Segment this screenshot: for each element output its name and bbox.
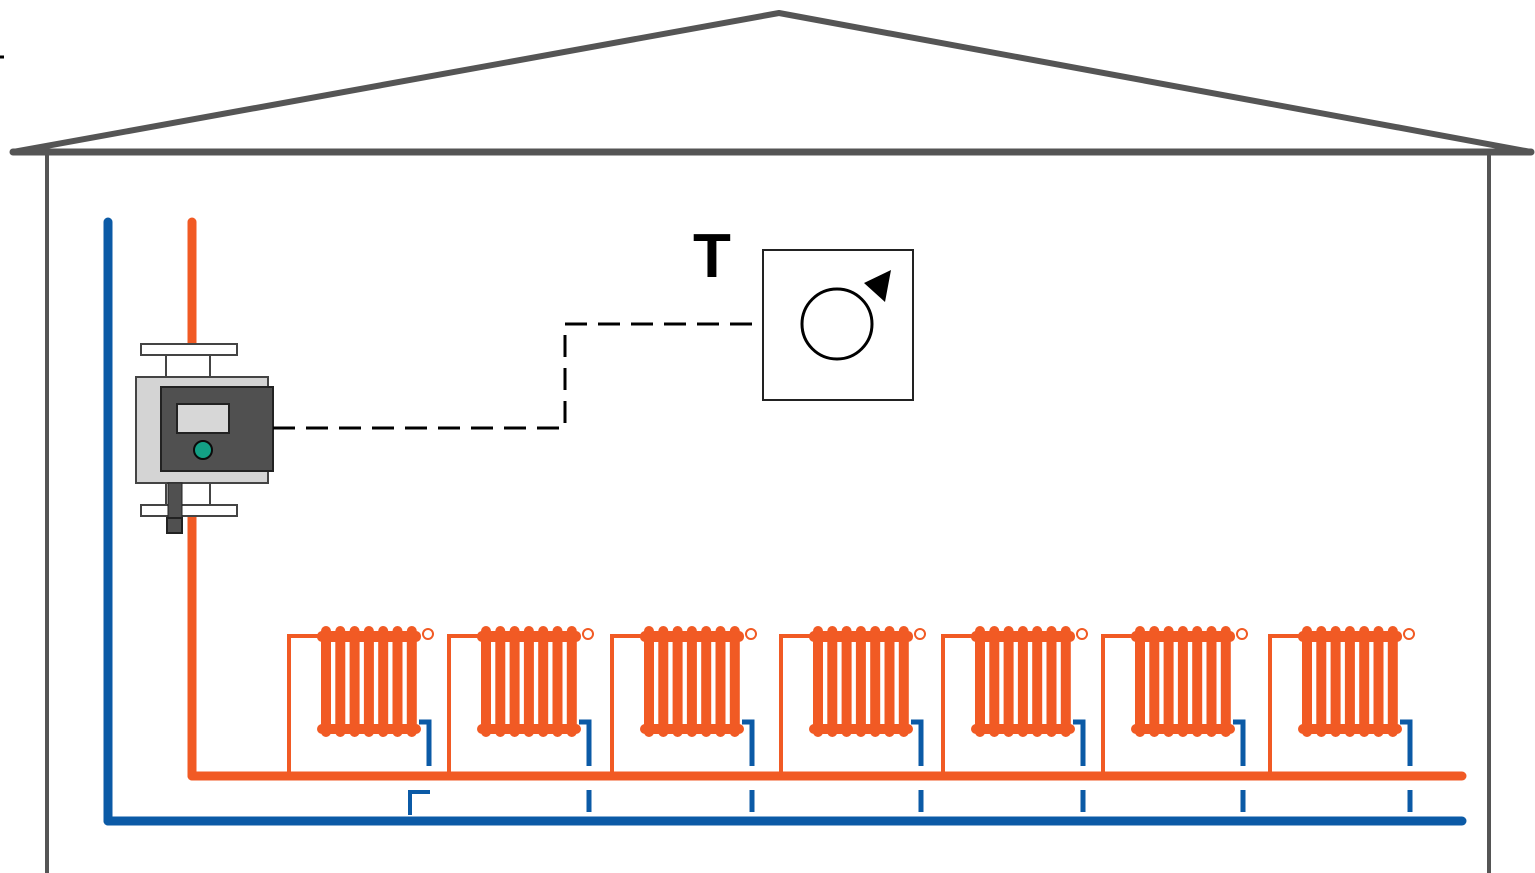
pump-drain bbox=[166, 517, 183, 534]
radiator-fin bbox=[1220, 626, 1231, 737]
radiator-fin bbox=[1316, 626, 1327, 737]
radiator-fin bbox=[523, 626, 534, 737]
radiator-fin bbox=[644, 626, 654, 737]
radiator-fin bbox=[495, 626, 506, 737]
thermostatic-valve-icon bbox=[582, 628, 594, 640]
thermostat-dial-icon bbox=[800, 287, 874, 361]
radiator-fin bbox=[1206, 626, 1217, 737]
radiator-4 bbox=[779, 626, 926, 812]
radiator-fin bbox=[715, 626, 726, 737]
radiator-fin bbox=[1060, 626, 1071, 737]
radiator-7 bbox=[1268, 626, 1415, 812]
thermostatic-valve-icon bbox=[1403, 628, 1415, 640]
radiator-supply-pipe bbox=[287, 634, 319, 772]
radiator-fin bbox=[1344, 626, 1355, 737]
radiator-fin bbox=[1359, 626, 1370, 737]
circulation-pump bbox=[135, 343, 274, 534]
thermostatic-valve-icon bbox=[745, 628, 757, 640]
radiator-fin bbox=[884, 626, 895, 737]
room-thermostat bbox=[762, 249, 914, 401]
radiator-supply-pipe bbox=[1268, 634, 1300, 772]
radiator-fin bbox=[406, 626, 417, 737]
thermostat-label: T bbox=[693, 222, 731, 291]
radiator-fin bbox=[363, 626, 374, 737]
radiator-fin bbox=[827, 626, 838, 737]
radiator-fin bbox=[566, 626, 577, 737]
pump-display bbox=[176, 403, 230, 434]
radiator-return-pipe bbox=[1233, 719, 1246, 766]
radiator-fin bbox=[989, 626, 1000, 737]
radiator-fin bbox=[481, 626, 491, 737]
radiator-2 bbox=[447, 626, 594, 812]
radiator-return-pipe bbox=[911, 719, 924, 766]
pump-bottom-flange bbox=[140, 504, 238, 517]
radiator-fin bbox=[392, 626, 403, 737]
roof bbox=[10, 10, 1534, 155]
radiator-return-pipe bbox=[419, 719, 432, 766]
radiator-supply-pipe bbox=[447, 634, 479, 772]
radiator-fin bbox=[841, 626, 852, 737]
pump-indicator-light bbox=[193, 440, 213, 460]
radiator-fin bbox=[870, 626, 881, 737]
radiator-fin bbox=[1373, 626, 1384, 737]
radiator-return-pipe bbox=[1073, 719, 1086, 766]
radiator-1 bbox=[287, 626, 434, 772]
radiator-fin bbox=[1192, 626, 1203, 737]
radiator-fin bbox=[1017, 626, 1028, 737]
radiator-fin bbox=[686, 626, 697, 737]
thermostatic-valve-icon bbox=[1076, 628, 1088, 640]
radiator-fin bbox=[552, 626, 563, 737]
radiator-return-pipe bbox=[579, 719, 592, 766]
house-outline bbox=[9, 10, 1535, 873]
control-signal-line bbox=[273, 322, 763, 430]
radiator-fin bbox=[349, 626, 360, 737]
radiator-fin bbox=[378, 626, 389, 737]
radiator-fin bbox=[1149, 626, 1160, 737]
radiator-fin bbox=[1302, 626, 1312, 737]
radiator-fin bbox=[1163, 626, 1174, 737]
radiator-fin bbox=[335, 626, 346, 737]
radiator-fin bbox=[1387, 626, 1398, 737]
radiator-supply-pipe bbox=[941, 634, 973, 772]
pump-top-flange bbox=[140, 343, 238, 356]
radiator-return-pipe bbox=[1400, 719, 1413, 766]
radiator-supply-pipe bbox=[779, 634, 811, 772]
radiator-return-pipe bbox=[742, 719, 755, 766]
radiator-fin bbox=[538, 626, 549, 737]
radiator-fin bbox=[701, 626, 712, 737]
thermostatic-valve-icon bbox=[914, 628, 926, 640]
radiator-5 bbox=[941, 626, 1088, 812]
thermostatic-valve-icon bbox=[1236, 628, 1248, 640]
radiator-fin bbox=[813, 626, 823, 737]
radiator-fin bbox=[658, 626, 669, 737]
radiator-fin bbox=[509, 626, 520, 737]
radiator-fin bbox=[1330, 626, 1341, 737]
return-connector-1 bbox=[408, 790, 430, 815]
radiator-supply-pipe bbox=[1101, 634, 1133, 772]
radiator-6 bbox=[1101, 626, 1248, 812]
radiator-fin bbox=[729, 626, 740, 737]
thermostat-arrow-icon bbox=[864, 270, 891, 302]
radiator-group bbox=[287, 626, 1415, 812]
return-pipe-system bbox=[103, 217, 1467, 826]
thermostatic-valve-icon bbox=[422, 628, 434, 640]
pump-top-neck bbox=[165, 354, 211, 378]
radiator-3 bbox=[610, 626, 757, 812]
radiator-fin bbox=[1046, 626, 1057, 737]
radiator-fin bbox=[1003, 626, 1014, 737]
radiator-fin bbox=[1135, 626, 1145, 737]
radiator-fin bbox=[1177, 626, 1188, 737]
pump-shaft bbox=[167, 482, 183, 519]
radiator-supply-pipe bbox=[610, 634, 642, 772]
radiator-fin bbox=[855, 626, 866, 737]
radiator-fin bbox=[898, 626, 909, 737]
radiator-fin bbox=[672, 626, 683, 737]
radiator-fin bbox=[975, 626, 985, 737]
radiator-fin bbox=[1032, 626, 1043, 737]
radiator-fin bbox=[321, 626, 331, 737]
